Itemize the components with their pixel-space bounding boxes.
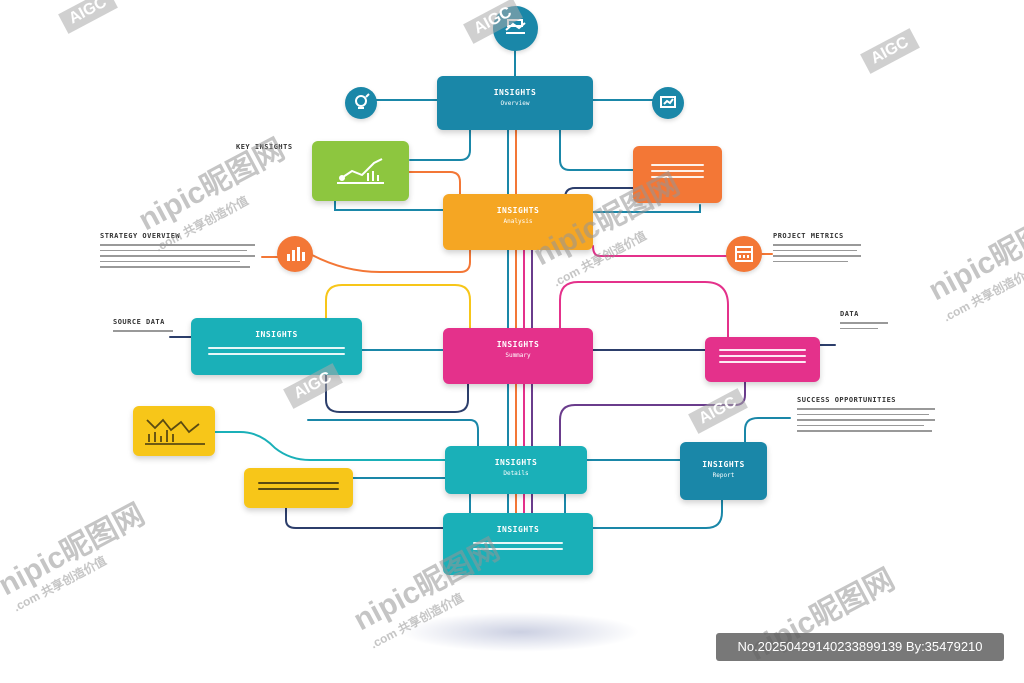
text-line bbox=[797, 413, 930, 415]
label-left-top-text: KEY INSIGHTS bbox=[236, 143, 293, 151]
node-yellow-small-bar-2 bbox=[257, 488, 340, 490]
calendar-chart-icon bbox=[726, 236, 762, 272]
label-left-mid-text: STRATEGY OVERVIEW bbox=[100, 232, 181, 240]
text-line bbox=[773, 244, 861, 246]
text-line bbox=[100, 260, 240, 262]
node-yellow-small[interactable] bbox=[244, 468, 353, 508]
node-orange-bar-2 bbox=[650, 170, 705, 172]
node-right-pink-bar-2 bbox=[719, 355, 806, 357]
node-center-amber-title: INSIGHTS bbox=[496, 206, 540, 215]
node-top-sub: Overview bbox=[500, 100, 530, 107]
node-center-cyan-sub: Details bbox=[503, 470, 529, 477]
label-right-mid: DATA bbox=[840, 310, 888, 329]
connector-right-chart-amber bbox=[592, 245, 727, 257]
node-right-pink[interactable] bbox=[705, 337, 820, 382]
connector-left-chart-amber bbox=[311, 249, 471, 273]
node-bottom[interactable]: INSIGHTS bbox=[443, 513, 593, 575]
label-right-top-text: PROJECT METRICS bbox=[773, 232, 844, 240]
connector-top-orange bbox=[559, 129, 634, 171]
node-center-amber[interactable]: INSIGHTS Analysis bbox=[443, 194, 593, 250]
node-top[interactable]: INSIGHTS Overview bbox=[437, 76, 593, 130]
text-line bbox=[840, 327, 879, 329]
node-bottom-bar-1 bbox=[473, 542, 563, 544]
node-orange-bar-1 bbox=[650, 164, 705, 166]
label-right-mid-text: DATA bbox=[840, 310, 859, 318]
node-right-teal[interactable]: INSIGHTS Report bbox=[680, 442, 767, 500]
connector-mid-line bbox=[307, 419, 479, 447]
connector-teal-text bbox=[744, 417, 791, 443]
node-center-cyan-title: INSIGHTS bbox=[494, 458, 538, 467]
label-left-mid: STRATEGY OVERVIEW bbox=[100, 232, 255, 268]
node-left-cyan-bar-1 bbox=[208, 347, 345, 349]
node-left-cyan-bar-2 bbox=[208, 353, 345, 355]
label-left-top: KEY INSIGHTS bbox=[236, 143, 296, 151]
connector-top-lime bbox=[409, 129, 471, 161]
text-line bbox=[100, 266, 251, 268]
connector-lime-amber bbox=[408, 171, 461, 196]
connector-bottom-left bbox=[285, 507, 444, 529]
node-top-title: INSIGHTS bbox=[493, 88, 537, 97]
connector-bottom-right bbox=[592, 499, 723, 529]
node-center-magenta-title: INSIGHTS bbox=[496, 340, 540, 349]
wave-chart-icon bbox=[145, 418, 205, 445]
node-bottom-title: INSIGHTS bbox=[496, 525, 540, 534]
text-line bbox=[773, 249, 857, 251]
text-line bbox=[773, 255, 861, 257]
label-right-low: SUCCESS OPPORTUNITIES bbox=[797, 396, 935, 432]
node-left-cyan-title: INSIGHTS bbox=[255, 330, 298, 339]
text-line bbox=[840, 322, 888, 324]
connector-yellow-arc bbox=[325, 284, 471, 329]
node-yellow-small-bar-1 bbox=[257, 482, 340, 484]
node-bottom-bar-2 bbox=[473, 548, 563, 550]
connector-yellowchart bbox=[214, 431, 446, 461]
connector-lime-low bbox=[334, 199, 444, 211]
connector-pink-low bbox=[559, 381, 746, 447]
node-orange-bar-3 bbox=[650, 176, 705, 178]
node-orange[interactable] bbox=[633, 146, 722, 203]
label-left-low-text: SOURCE DATA bbox=[113, 318, 165, 326]
node-left-cyan[interactable]: INSIGHTS bbox=[191, 318, 362, 375]
node-right-teal-title: INSIGHTS bbox=[702, 460, 745, 469]
node-right-teal-sub: Report bbox=[712, 472, 735, 479]
text-line bbox=[100, 249, 248, 251]
text-line bbox=[113, 330, 173, 332]
node-center-magenta[interactable]: INSIGHTS Summary bbox=[443, 328, 593, 384]
node-center-magenta-sub: Summary bbox=[505, 352, 531, 359]
connector-orange-low bbox=[592, 204, 701, 213]
label-right-low-text: SUCCESS OPPORTUNITIES bbox=[797, 396, 897, 404]
line-chart-icon bbox=[337, 158, 384, 184]
text-line bbox=[797, 419, 935, 421]
node-right-pink-bar-3 bbox=[719, 361, 806, 363]
text-line bbox=[100, 244, 255, 246]
text-line bbox=[797, 430, 933, 432]
text-line bbox=[773, 260, 848, 262]
floor-shadow bbox=[400, 612, 640, 652]
bulb-icon bbox=[345, 87, 377, 119]
node-right-pink-bar-1 bbox=[719, 349, 806, 351]
screen-icon bbox=[652, 87, 684, 119]
connector-magenta-arc bbox=[559, 281, 729, 339]
text-line bbox=[797, 424, 924, 426]
node-center-cyan[interactable]: INSIGHTS Details bbox=[445, 446, 587, 494]
label-left-low: SOURCE DATA bbox=[113, 318, 173, 332]
label-right-top: PROJECT METRICS bbox=[773, 232, 861, 262]
image-id-badge: No.20250429140233899139 By:35479210 bbox=[716, 633, 1004, 661]
node-yellow-chart[interactable] bbox=[133, 406, 215, 456]
text-line bbox=[100, 255, 255, 257]
node-lime[interactable] bbox=[312, 141, 409, 201]
bar-chart-icon bbox=[277, 236, 313, 272]
text-line bbox=[797, 408, 935, 410]
connector-leftcyan-low bbox=[325, 374, 469, 413]
node-center-amber-sub: Analysis bbox=[503, 218, 533, 225]
